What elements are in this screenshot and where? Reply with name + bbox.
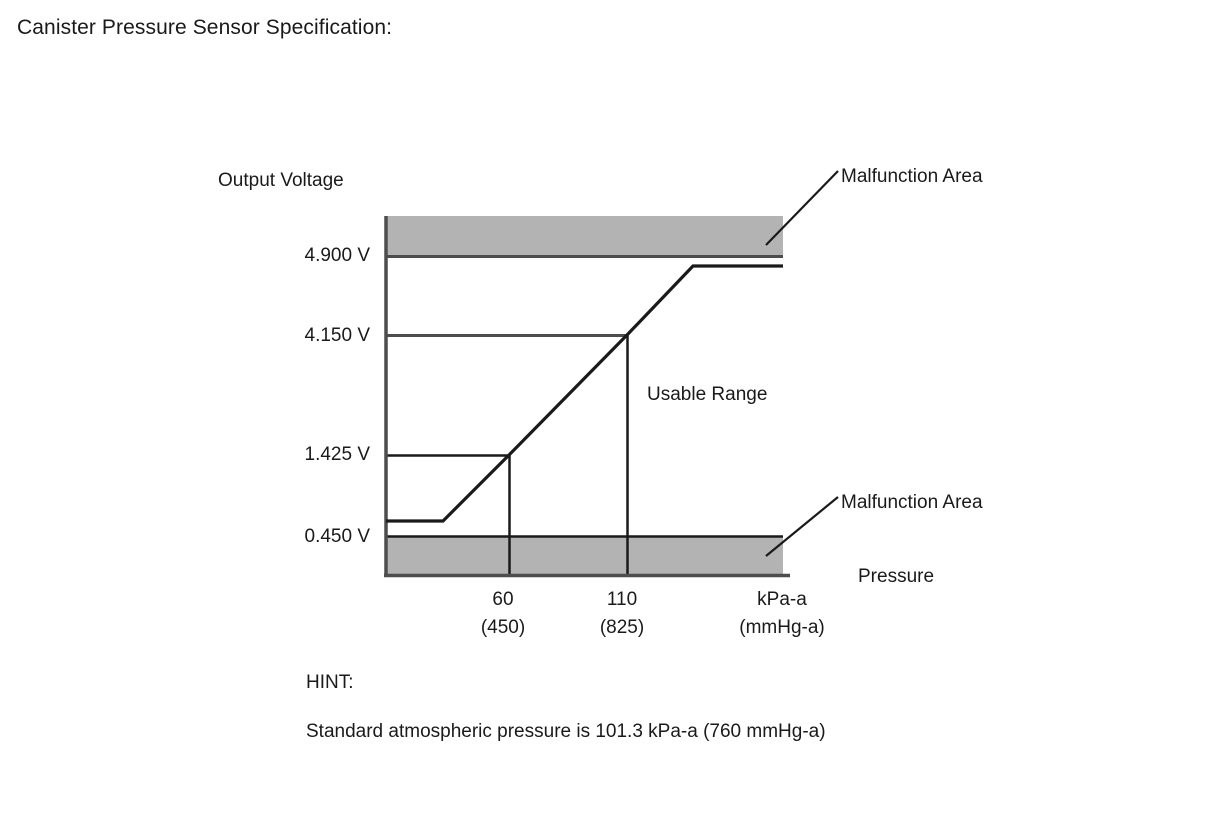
malfunction-band-lower bbox=[385, 536, 783, 575]
x-tick-60-primary: 60 bbox=[492, 589, 514, 610]
leader-line-malfunction-bottom bbox=[765, 496, 839, 557]
annotation-usable-range: Usable Range bbox=[647, 384, 768, 405]
x-tick-60-secondary: (450) bbox=[480, 617, 526, 638]
annotation-malfunction-area-bottom: Malfunction Area bbox=[841, 492, 983, 513]
x-axis-unit-primary: kPa-a bbox=[757, 589, 807, 610]
hint-text: Standard atmospheric pressure is 101.3 k… bbox=[306, 721, 826, 742]
y-tick-label-0450: 0.450 V bbox=[304, 526, 371, 547]
x-tick-label-60: 60 (450) bbox=[423, 589, 583, 639]
x-axis-title: Pressure bbox=[858, 566, 935, 587]
x-tick-110-primary: 110 bbox=[606, 589, 638, 610]
malfunction-band-upper bbox=[385, 216, 783, 256]
y-tick-label-4900: 4.900 V bbox=[304, 245, 371, 266]
x-axis-unit-secondary: (mmHg-a) bbox=[739, 617, 825, 638]
y-tick-label-4150: 4.150 V bbox=[304, 325, 371, 346]
x-tick-label-110: 110 (825) bbox=[542, 589, 702, 639]
x-tick-110-secondary: (825) bbox=[599, 617, 645, 638]
hint-label: HINT: bbox=[306, 672, 354, 693]
leader-line-malfunction-top bbox=[765, 170, 839, 246]
hint-block: HINT: Standard atmospheric pressure is 1… bbox=[306, 672, 826, 743]
y-tick-label-1425: 1.425 V bbox=[304, 444, 371, 465]
page-title: Canister Pressure Sensor Specification: bbox=[17, 16, 393, 39]
sensor-output-curve bbox=[386, 264, 783, 523]
y-axis-title: Output Voltage bbox=[218, 170, 344, 191]
x-axis-units-label: kPa-a (mmHg-a) bbox=[702, 589, 862, 639]
annotation-malfunction-area-top: Malfunction Area bbox=[841, 166, 983, 187]
